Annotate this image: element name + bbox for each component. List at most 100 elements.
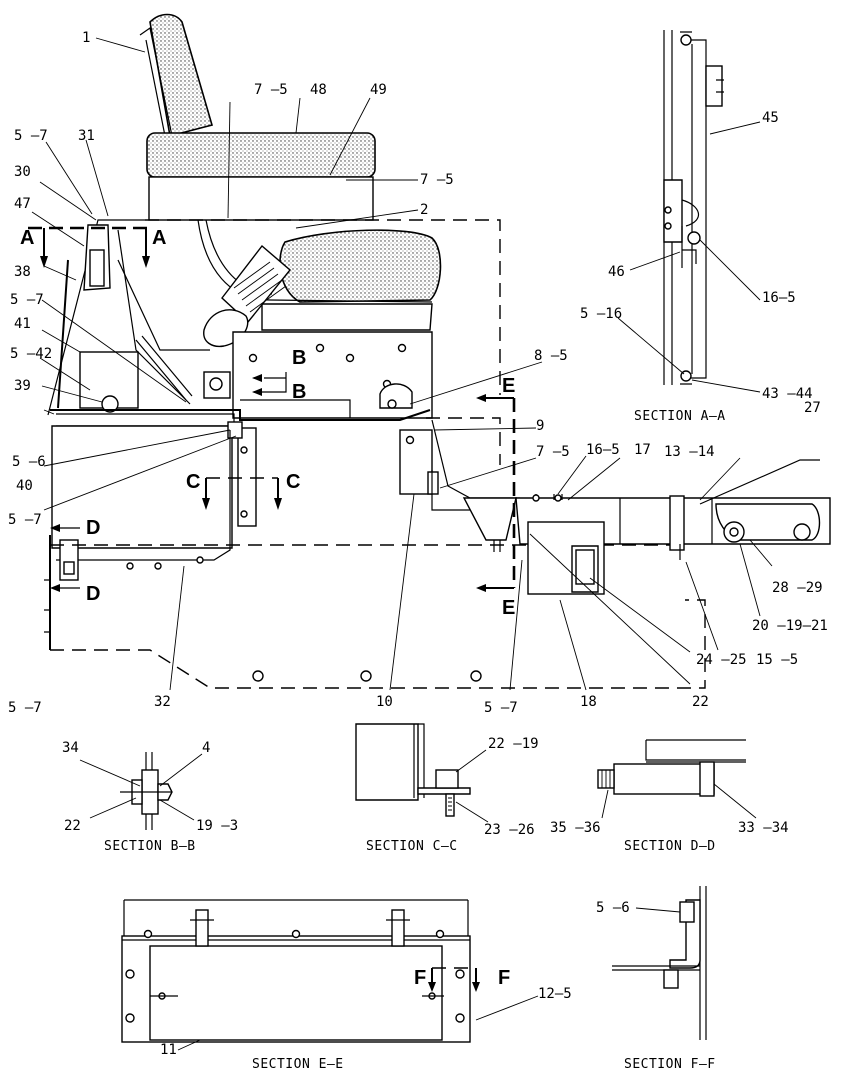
- section-markers: A A B B C C D D E E F F: [20, 227, 515, 989]
- left-panel-outline: [47, 219, 191, 416]
- platform-deck: [50, 409, 431, 421]
- label-13-14: 13 –14: [664, 444, 715, 460]
- seat-rod: [117, 259, 210, 401]
- aa-bolt-16: [687, 231, 701, 245]
- pivot-bolt-16: [669, 495, 685, 551]
- left-frame-post: [49, 259, 69, 650]
- label-5-7e: 5 –7: [484, 700, 518, 716]
- label-30: 30: [14, 164, 31, 180]
- label-32: 32: [154, 694, 171, 710]
- label-4: 4: [202, 740, 210, 756]
- riser-bolts: [248, 343, 407, 389]
- label-16-5a: 16–5: [586, 442, 620, 458]
- label-5-42: 5 –42: [10, 346, 52, 362]
- label-33-34: 33 –34: [738, 820, 789, 836]
- label-5-6b: 5 –6: [596, 900, 630, 916]
- lower-seat-cushion: [279, 229, 442, 303]
- label-23-26: 23 –26: [484, 822, 535, 838]
- label-5-7c: 5 –7: [8, 512, 42, 528]
- frame-holes: [252, 670, 482, 682]
- label-27: 27: [804, 400, 821, 416]
- aa-channel: [686, 39, 707, 379]
- upper-frame-dash: [145, 219, 501, 465]
- section-bb-view: [79, 752, 203, 830]
- upper-seat-base: [148, 176, 374, 221]
- section-dd-view: [597, 739, 757, 819]
- marker-f-right: F: [498, 967, 510, 989]
- section-aa-view: [617, 30, 761, 393]
- caption-section-cc: SECTION C–C: [366, 839, 458, 854]
- label-7-5b: 7 –5: [420, 172, 454, 188]
- label-15-5: 15 –5: [756, 652, 798, 668]
- section-captions: SECTION A–A SECTION B–B SECTION C–C SECT…: [104, 409, 726, 1072]
- callout-labels: 1 7 –5 48 49 5 –7 31 30 7 –5 47 2 38 5 –…: [8, 30, 828, 1058]
- section-cc-view: [355, 723, 489, 823]
- caption-section-ff: SECTION F–F: [624, 1057, 716, 1072]
- label-22-19: 22 –19: [488, 736, 539, 752]
- marker-a-left: A: [20, 227, 34, 249]
- label-41: 41: [14, 316, 31, 332]
- label-31: 31: [78, 128, 95, 144]
- label-43-44: 43 –44: [762, 386, 813, 402]
- label-49: 49: [370, 82, 387, 98]
- main-view: [28, 13, 831, 691]
- cut-line-b: [260, 372, 287, 393]
- label-24-25: 24 –25: [696, 652, 747, 668]
- label-5-6a: 5 –6: [12, 454, 46, 470]
- label-8-5: 8 –5: [534, 348, 568, 364]
- marker-a-right: A: [152, 227, 166, 249]
- caption-section-ee: SECTION E–E: [252, 1057, 344, 1072]
- label-7-5a: 7 –5: [254, 82, 288, 98]
- label-1: 1: [82, 30, 90, 46]
- label-10: 10: [376, 694, 393, 710]
- label-19-3: 19 –3: [196, 818, 238, 834]
- label-11: 11: [160, 1042, 177, 1058]
- label-5-16: 5 –16: [580, 306, 622, 322]
- label-35-36: 35 –36: [550, 820, 601, 836]
- support-bracket: [399, 429, 433, 495]
- label-45: 45: [762, 110, 779, 126]
- label-40: 40: [16, 478, 33, 494]
- seat-belt-pattern: [233, 261, 287, 313]
- label-39: 39: [14, 378, 31, 394]
- label-47: 47: [14, 196, 31, 212]
- left-frame-studs: [44, 579, 50, 633]
- label-5-7a: 5 –7: [14, 128, 48, 144]
- label-28-29: 28 –29: [772, 580, 823, 596]
- marker-b-bottom: B: [292, 381, 306, 403]
- hood-guard: [462, 497, 517, 541]
- control-box-cable: [56, 430, 231, 561]
- marker-c-left: C: [186, 471, 200, 493]
- lever-cable-27: [699, 459, 820, 505]
- marker-e-top: E: [502, 375, 515, 397]
- caption-section-bb: SECTION B–B: [104, 839, 196, 854]
- label-46: 46: [608, 264, 625, 280]
- label-2: 2: [420, 202, 428, 218]
- seat-back-frame: [139, 26, 173, 137]
- label-34: 34: [62, 740, 79, 756]
- stud-bottom: [493, 540, 501, 552]
- marker-f-left: F: [414, 967, 426, 989]
- label-17: 17: [634, 442, 651, 458]
- label-12-5: 12–5: [538, 986, 572, 1002]
- caption-section-aa: SECTION A–A: [634, 409, 726, 424]
- marker-d-top: D: [86, 517, 100, 539]
- control-box-bracket: [237, 427, 257, 527]
- label-5-7b: 5 –7: [10, 292, 44, 308]
- lower-frame-outline: [50, 544, 706, 689]
- label-7-5c: 7 –5: [536, 444, 570, 460]
- caption-section-dd: SECTION D–D: [624, 839, 716, 854]
- label-22a: 22: [692, 694, 709, 710]
- leader-lines: [31, 37, 773, 691]
- seat-pan: [261, 303, 433, 331]
- label-9: 9: [536, 418, 544, 434]
- label-16-5b: 16–5: [762, 290, 796, 306]
- marker-b-top: B: [292, 347, 306, 369]
- label-18: 18: [580, 694, 597, 710]
- section-ff-view: [612, 886, 707, 1040]
- label-20-19-21: 20 –19–21: [752, 618, 828, 634]
- control-box-bolts: [126, 446, 248, 570]
- section-ee-view: [121, 899, 539, 1051]
- label-48: 48: [310, 82, 327, 98]
